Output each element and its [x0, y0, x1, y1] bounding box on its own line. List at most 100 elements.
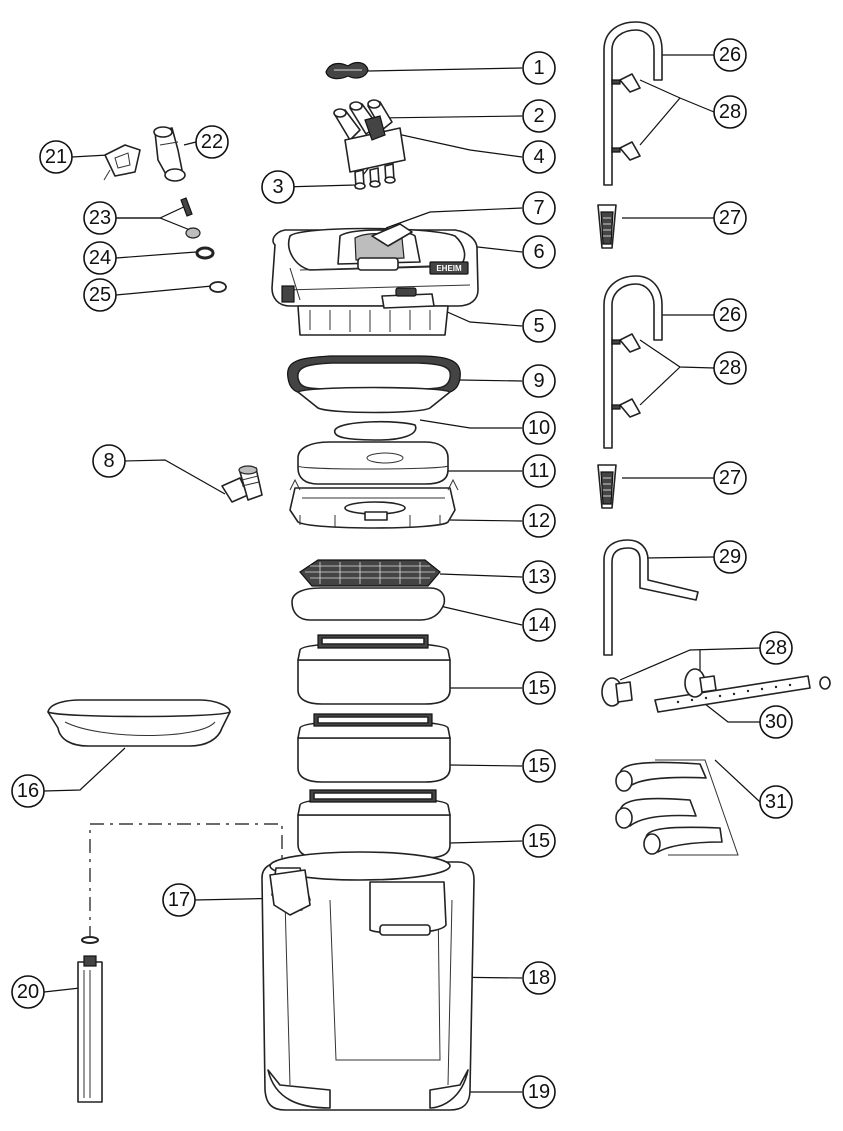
callout-29: 29: [713, 540, 747, 574]
suction-cups-part-28-spraybar: [601, 668, 717, 707]
svg-text:15: 15: [528, 755, 550, 777]
filter-tray-part-15-lower: [297, 789, 451, 859]
svg-text:15: 15: [528, 830, 550, 852]
suction-cups-part-28-top: [611, 73, 641, 161]
o-ring-part-24: [195, 246, 215, 260]
intake-pipe-part-26-lower: [603, 275, 663, 449]
callout-24: 24: [83, 241, 117, 275]
svg-text:4: 4: [533, 146, 544, 168]
callout-8: 8: [92, 444, 126, 478]
callout-2: 2: [522, 99, 556, 133]
svg-text:5: 5: [533, 315, 544, 337]
svg-text:27: 27: [719, 467, 741, 489]
callout-26-lower: 26: [713, 298, 747, 332]
callout-12: 12: [522, 504, 556, 538]
filter-basket-part-12: [289, 478, 459, 529]
svg-text:9: 9: [533, 370, 544, 392]
svg-text:14: 14: [528, 614, 550, 636]
callout-28-top: 28: [713, 95, 747, 129]
callout-18: 18: [522, 961, 556, 995]
callout-20: 20: [11, 975, 45, 1009]
callout-19: 19: [522, 1075, 556, 1109]
hoses-part-31: [615, 759, 739, 856]
rod-nut-part-23: [180, 197, 201, 239]
spray-bar-part-30: [654, 675, 831, 713]
connector-part-22: [153, 126, 186, 182]
callout-21: 21: [39, 140, 73, 174]
small-gasket: [334, 420, 417, 441]
svg-text:30: 30: [765, 711, 787, 733]
svg-text:31: 31: [765, 791, 787, 813]
svg-text:18: 18: [528, 967, 550, 989]
elbow-connector-part-8: [221, 465, 263, 503]
callout-30: 30: [759, 705, 793, 739]
svg-text:26: 26: [719, 44, 741, 66]
callout-23: 23: [83, 201, 117, 235]
callout-31: 31: [759, 785, 793, 819]
filter-pad-part-14: [291, 587, 446, 621]
svg-text:12: 12: [528, 510, 550, 532]
svg-text:20: 20: [17, 981, 39, 1003]
callout-26-top: 26: [713, 38, 747, 72]
intake-pipe-part-26-top: [603, 21, 663, 186]
cover-plate-part-11: [297, 441, 449, 485]
callout-25: 25: [83, 278, 117, 312]
clip-part-17: [269, 869, 311, 916]
callout-17: 17: [162, 883, 196, 917]
callout-15-lower: 15: [522, 824, 556, 858]
brand-label: EHEIM: [436, 264, 462, 273]
lever-part-7: [371, 223, 413, 247]
strainer-part-27-top: [597, 204, 617, 249]
svg-text:11: 11: [529, 460, 550, 482]
pump-head-part-6: EHEIM: [271, 227, 479, 336]
svg-text:8: 8: [103, 450, 114, 472]
svg-text:29: 29: [719, 546, 741, 568]
filter-tray-part-15-upper: [297, 634, 451, 705]
callout-28-lower: 28: [713, 351, 747, 385]
callout-10: 10: [522, 411, 556, 445]
callout-27-lower: 27: [713, 461, 747, 495]
callout-4: 4: [522, 140, 556, 174]
svg-text:28: 28: [719, 357, 741, 379]
svg-text:27: 27: [719, 207, 741, 229]
svg-text:23: 23: [89, 207, 111, 229]
callout-5: 5: [522, 309, 556, 343]
tray-part-16: [47, 699, 231, 747]
svg-text:19: 19: [528, 1081, 550, 1103]
assembly-dashed-line: [89, 823, 283, 940]
double-tap-adapter-part-2: [333, 99, 406, 190]
svg-text:21: 21: [45, 146, 67, 168]
callout-14: 14: [522, 608, 556, 642]
svg-text:13: 13: [528, 566, 550, 588]
o-ring-part-25: [209, 281, 227, 293]
callout-3: 3: [261, 170, 295, 204]
svg-text:17: 17: [168, 889, 190, 911]
svg-text:1: 1: [533, 57, 544, 79]
svg-text:28: 28: [765, 637, 787, 659]
svg-text:2: 2: [533, 105, 544, 127]
callout-13: 13: [522, 560, 556, 594]
callout-6: 6: [522, 235, 556, 269]
mesh-insert-part-13: [299, 559, 441, 587]
callout-22: 22: [195, 125, 229, 159]
hose-clip-part-1: [325, 61, 369, 80]
svg-text:25: 25: [89, 284, 111, 306]
callout-9: 9: [522, 364, 556, 398]
callout-1: 1: [522, 51, 556, 85]
svg-text:22: 22: [201, 131, 223, 153]
svg-text:15: 15: [528, 677, 550, 699]
sealing-ring-part-9: [287, 355, 461, 397]
svg-text:28: 28: [719, 101, 741, 123]
svg-text:16: 16: [17, 780, 39, 802]
callout-11: 11: [522, 454, 556, 488]
gasket-part-10: [297, 386, 451, 414]
svg-text:7: 7: [533, 197, 544, 219]
svg-text:26: 26: [719, 304, 741, 326]
svg-text:6: 6: [533, 241, 544, 263]
svg-text:24: 24: [89, 247, 111, 269]
suction-cups-part-28-lower: [611, 333, 641, 418]
callout-27-top: 27: [713, 201, 747, 235]
handle-part-5: [381, 287, 435, 309]
callout-28-spraybar: 28: [759, 631, 793, 665]
